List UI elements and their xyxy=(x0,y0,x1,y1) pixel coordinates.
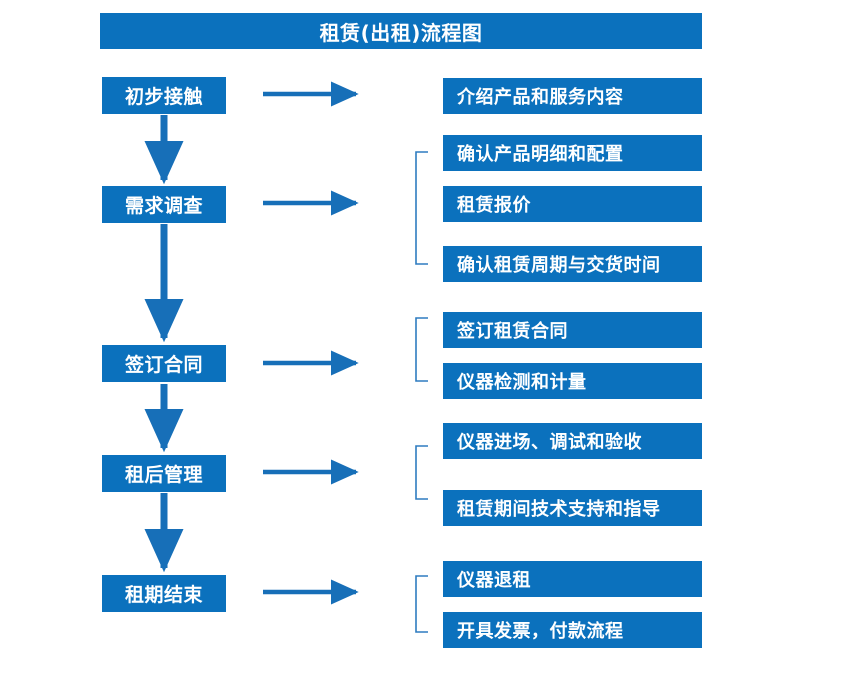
detail-box-2-2[interactable]: 租赁报价 xyxy=(443,186,702,222)
detail-box-5-1[interactable]: 仪器退租 xyxy=(443,561,702,597)
detail-label-3-2: 仪器检测和计量 xyxy=(457,372,587,393)
detail-box-1-1[interactable]: 介绍产品和服务内容 xyxy=(443,78,702,114)
group-bracket-stage-3 xyxy=(415,317,428,382)
stage-label-1: 初步接触 xyxy=(124,86,203,108)
stage-box-1[interactable]: 初步接触 xyxy=(102,77,226,114)
detail-label-4-2: 租赁期间技术支持和指导 xyxy=(457,499,661,520)
detail-box-5-2[interactable]: 开具发票，付款流程 xyxy=(443,612,702,648)
detail-label-5-1: 仪器退租 xyxy=(457,570,531,591)
group-bracket-stage-5 xyxy=(415,575,428,633)
diagram-title: 租赁(出租)流程图 xyxy=(319,20,483,45)
detail-box-2-3[interactable]: 确认租赁周期与交货时间 xyxy=(443,246,702,282)
detail-box-3-2[interactable]: 仪器检测和计量 xyxy=(443,363,702,399)
detail-box-2-1[interactable]: 确认产品明细和配置 xyxy=(443,135,702,171)
stage-label-5: 租期结束 xyxy=(124,584,203,606)
group-bracket-stage-4 xyxy=(415,445,428,500)
detail-label-2-1: 确认产品明细和配置 xyxy=(457,144,624,165)
detail-label-3-1: 签订租赁合同 xyxy=(457,321,568,342)
detail-label-1-1: 介绍产品和服务内容 xyxy=(457,87,624,108)
group-bracket-stage-2 xyxy=(415,151,428,265)
detail-box-4-1[interactable]: 仪器进场、调试和验收 xyxy=(443,423,702,459)
stage-label-4: 租后管理 xyxy=(124,464,203,486)
detail-label-4-1: 仪器进场、调试和验收 xyxy=(457,432,642,453)
stage-label-3: 签订合同 xyxy=(124,354,203,376)
stage-label-2: 需求调查 xyxy=(124,195,203,217)
detail-label-5-2: 开具发票，付款流程 xyxy=(457,621,624,642)
diagram-title-bar: 租赁(出租)流程图 xyxy=(100,13,702,49)
detail-label-2-2: 租赁报价 xyxy=(457,195,531,216)
stage-box-3[interactable]: 签订合同 xyxy=(102,345,226,382)
detail-box-4-2[interactable]: 租赁期间技术支持和指导 xyxy=(443,490,702,526)
stage-box-5[interactable]: 租期结束 xyxy=(102,575,226,612)
detail-label-2-3: 确认租赁周期与交货时间 xyxy=(457,255,661,276)
stage-box-4[interactable]: 租后管理 xyxy=(102,455,226,492)
stage-box-2[interactable]: 需求调查 xyxy=(102,186,226,223)
detail-box-3-1[interactable]: 签订租赁合同 xyxy=(443,312,702,348)
